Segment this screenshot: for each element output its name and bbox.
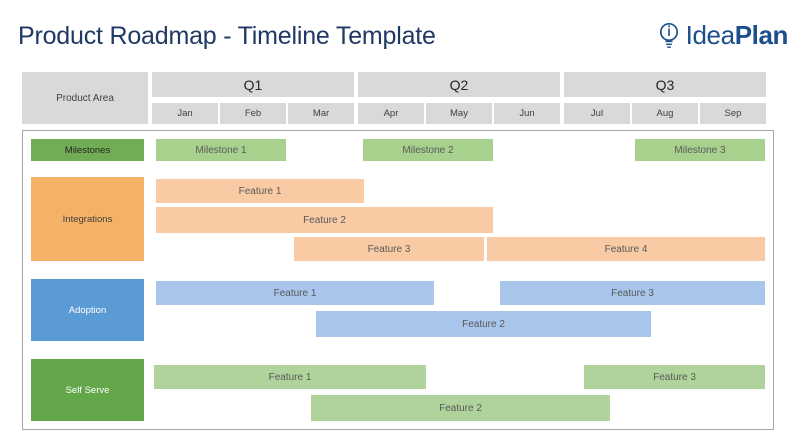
swimlane-label-integrations[interactable]: Integrations [31, 177, 144, 261]
timeline-bar[interactable]: Feature 3 [500, 281, 765, 305]
timeline-bar[interactable]: Feature 3 [584, 365, 765, 389]
timeline-bar[interactable]: Feature 2 [311, 395, 610, 421]
timeline-bar[interactable]: Feature 4 [487, 237, 765, 261]
logo-text-idea: Idea [685, 20, 735, 50]
lightbulb-icon [656, 21, 682, 51]
timeline-bar[interactable]: Milestone 3 [635, 139, 765, 161]
month-cell-feb: Feb [220, 103, 286, 124]
month-cell-apr: Apr [358, 103, 424, 124]
month-cell-aug: Aug [632, 103, 698, 124]
quarter-cell-q1: Q1 [152, 72, 354, 97]
swimlane-label-adoption[interactable]: Adoption [31, 279, 144, 341]
swimlane-label-self-serve[interactable]: Self Serve [31, 359, 144, 421]
timeline-bar[interactable]: Milestone 2 [363, 139, 493, 161]
timeline-bar[interactable]: Milestone 1 [156, 139, 286, 161]
month-cell-mar: Mar [288, 103, 354, 124]
month-cell-jun: Jun [494, 103, 560, 124]
timeline-bar[interactable]: Feature 1 [156, 281, 434, 305]
page-header: Product Roadmap - Timeline Template Idea… [0, 0, 800, 68]
timeline-bar[interactable]: Feature 2 [316, 311, 651, 337]
month-cell-jul: Jul [564, 103, 630, 124]
roadmap-chart: Milestones Milestone 1 Milestone 2 Mileston… [22, 130, 774, 430]
timeline-bar[interactable]: Feature 1 [154, 365, 426, 389]
quarter-cell-q3: Q3 [564, 72, 766, 97]
logo-wordmark: IdeaPlan [685, 20, 789, 51]
product-area-header-cell: Product Area [22, 72, 148, 124]
month-cell-jan: Jan [152, 103, 218, 124]
logo-text-plan: Plan [734, 20, 789, 50]
timeline-bar[interactable]: Feature 1 [156, 179, 364, 203]
ideaplan-logo: IdeaPlan [656, 20, 788, 51]
timeline-bar[interactable]: Feature 2 [156, 207, 493, 233]
page-title: Product Roadmap - Timeline Template [18, 22, 436, 50]
month-cell-may: May [426, 103, 492, 124]
timeline-bar[interactable]: Feature 3 [294, 237, 484, 261]
month-cell-sep: Sep [700, 103, 766, 124]
swimlane-label-milestones[interactable]: Milestones [31, 139, 144, 161]
quarter-cell-q2: Q2 [358, 72, 560, 97]
